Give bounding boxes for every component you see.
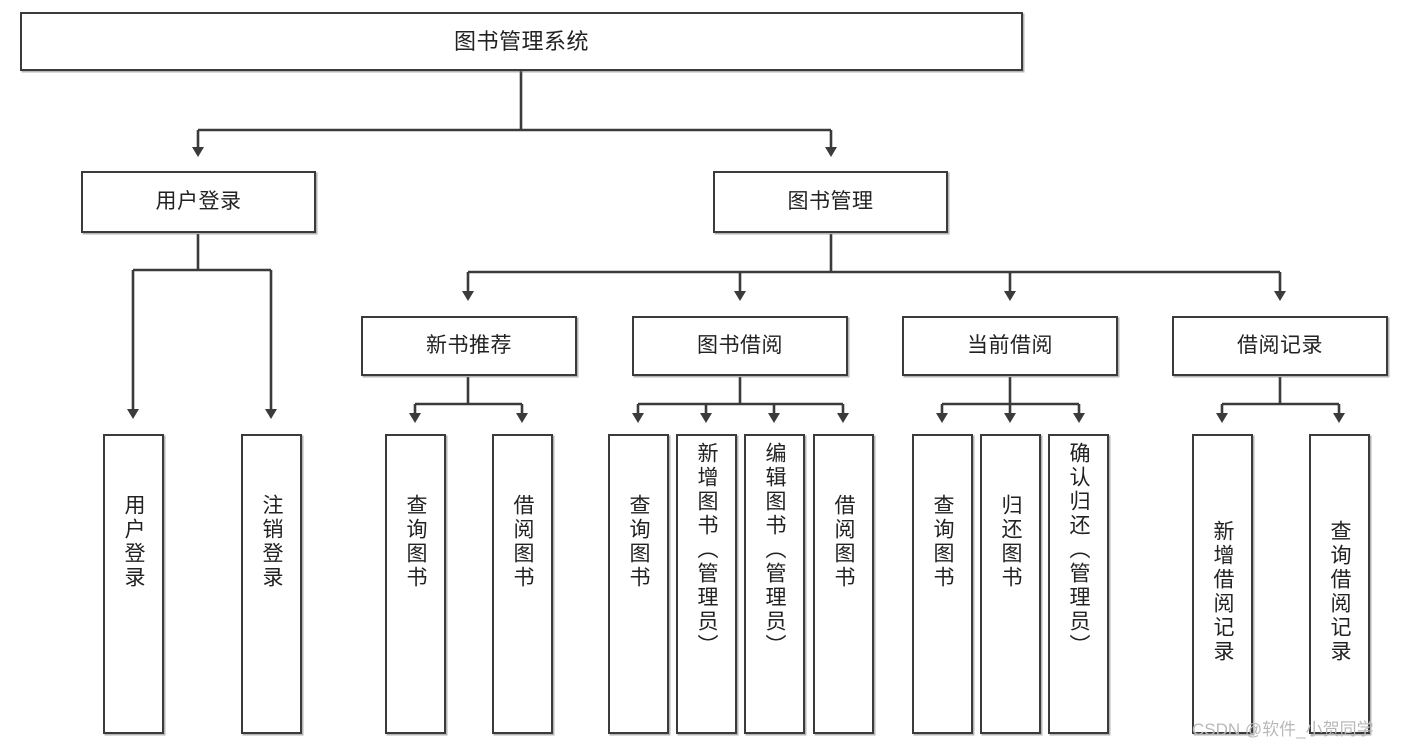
leaf-book-borrow-add[interactable]: 新增图书（管理员） xyxy=(676,434,737,734)
leaf-book-borrow-borrow[interactable]: 借阅图书 xyxy=(813,434,874,734)
node-user-login-label: 用户登录 xyxy=(155,189,242,213)
node-current-borrow-label: 当前借阅 xyxy=(967,333,1053,357)
leaf-book-borrow-add-label: 新增图书（管理员） xyxy=(695,442,719,658)
node-book-management-label: 图书管理 xyxy=(787,189,874,213)
leaf-current-borrow-return-label: 归还图书 xyxy=(999,494,1023,590)
leaf-current-borrow-query-label: 查询图书 xyxy=(931,494,955,590)
node-new-book-recommend-label: 新书推荐 xyxy=(426,333,512,357)
node-book-borrow-label: 图书借阅 xyxy=(697,333,783,357)
leaf-user-login-signin-label: 用户登录 xyxy=(122,494,146,590)
leaf-book-borrow-edit-label: 编辑图书（管理员） xyxy=(763,442,787,658)
leaf-borrow-records-query[interactable]: 查询借阅记录 xyxy=(1309,434,1370,734)
leaf-book-borrow-query[interactable]: 查询图书 xyxy=(608,434,669,734)
node-book-borrow[interactable]: 图书借阅 xyxy=(632,316,848,376)
node-borrow-records[interactable]: 借阅记录 xyxy=(1172,316,1388,376)
leaf-book-borrow-edit[interactable]: 编辑图书（管理员） xyxy=(744,434,805,734)
leaf-current-borrow-confirm-label: 确认归还（管理员） xyxy=(1067,442,1091,658)
node-current-borrow[interactable]: 当前借阅 xyxy=(902,316,1118,376)
leaf-new-books-borrow-label: 借阅图书 xyxy=(511,494,535,590)
leaf-book-borrow-query-label: 查询图书 xyxy=(627,494,651,590)
leaf-borrow-records-add[interactable]: 新增借阅记录 xyxy=(1192,434,1253,734)
node-root-system-label: 图书管理系统 xyxy=(453,28,589,54)
node-user-login[interactable]: 用户登录 xyxy=(81,171,316,233)
leaf-book-borrow-borrow-label: 借阅图书 xyxy=(832,494,856,590)
leaf-current-borrow-query[interactable]: 查询图书 xyxy=(912,434,973,734)
leaf-borrow-records-add-label: 新增借阅记录 xyxy=(1211,520,1235,664)
leaf-current-borrow-confirm[interactable]: 确认归还（管理员） xyxy=(1048,434,1109,734)
leaf-new-books-query[interactable]: 查询图书 xyxy=(385,434,446,734)
csdn-watermark: CSDN @软件_小贺同学 xyxy=(1192,720,1374,739)
leaf-new-books-borrow[interactable]: 借阅图书 xyxy=(492,434,553,734)
leaf-borrow-records-query-label: 查询借阅记录 xyxy=(1328,520,1352,664)
leaf-current-borrow-return[interactable]: 归还图书 xyxy=(980,434,1041,734)
node-borrow-records-label: 借阅记录 xyxy=(1237,333,1323,357)
node-book-management[interactable]: 图书管理 xyxy=(713,171,948,233)
node-root-system[interactable]: 图书管理系统 xyxy=(20,12,1023,71)
leaf-user-login-signout-label: 注销登录 xyxy=(260,494,284,590)
leaf-user-login-signout[interactable]: 注销登录 xyxy=(241,434,302,734)
leaf-new-books-query-label: 查询图书 xyxy=(404,494,428,590)
leaf-user-login-signin[interactable]: 用户登录 xyxy=(103,434,164,734)
node-new-book-recommend[interactable]: 新书推荐 xyxy=(361,316,577,376)
